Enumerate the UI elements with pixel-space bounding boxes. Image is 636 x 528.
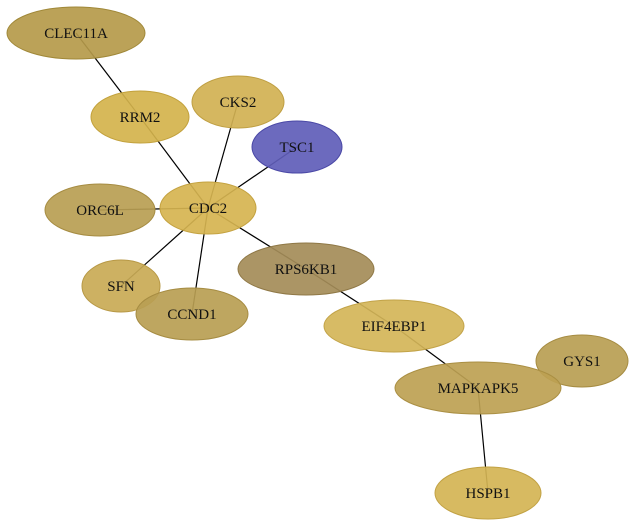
node-label: HSPB1: [465, 486, 510, 502]
node-cdc2[interactable]: CDC2: [159, 181, 257, 235]
node-label: RRM2: [120, 110, 161, 126]
node-label: CLEC11A: [44, 26, 108, 42]
node-shape: [237, 242, 375, 296]
node-label: EIF4EBP1: [361, 319, 426, 335]
node-shape: [434, 466, 542, 520]
node-gys1[interactable]: GYS1: [535, 334, 629, 388]
node-clec11a[interactable]: CLEC11A: [6, 6, 146, 60]
node-label: RPS6KB1: [275, 262, 338, 278]
node-shape: [191, 75, 285, 129]
node-eif4ebp1[interactable]: EIF4EBP1: [323, 299, 465, 353]
node-ccnd1[interactable]: CCND1: [135, 287, 249, 341]
node-rps6kb1[interactable]: RPS6KB1: [237, 242, 375, 296]
node-shape: [323, 299, 465, 353]
node-hspb1[interactable]: HSPB1: [434, 466, 542, 520]
node-shape: [44, 183, 156, 237]
node-shape: [159, 181, 257, 235]
node-label: TSC1: [279, 140, 314, 156]
node-mapkapk5[interactable]: MAPKAPK5: [394, 361, 562, 415]
node-orc6l[interactable]: ORC6L: [44, 183, 156, 237]
node-tsc1[interactable]: TSC1: [251, 120, 343, 174]
node-shape: [135, 287, 249, 341]
node-shape: [251, 120, 343, 174]
node-label: SFN: [107, 279, 135, 295]
node-shape: [535, 334, 629, 388]
node-label: GYS1: [563, 354, 601, 370]
node-rrm2[interactable]: RRM2: [90, 90, 190, 144]
node-label: CDC2: [189, 201, 227, 217]
node-shape: [394, 361, 562, 415]
node-label: MAPKAPK5: [438, 381, 519, 397]
node-shape: [6, 6, 146, 60]
node-cks2[interactable]: CKS2: [191, 75, 285, 129]
node-shape: [90, 90, 190, 144]
node-label: ORC6L: [76, 203, 124, 219]
node-label: CCND1: [167, 307, 216, 323]
node-label: CKS2: [220, 95, 257, 111]
node-shape: [81, 259, 161, 313]
node-sfn[interactable]: SFN: [81, 259, 161, 313]
